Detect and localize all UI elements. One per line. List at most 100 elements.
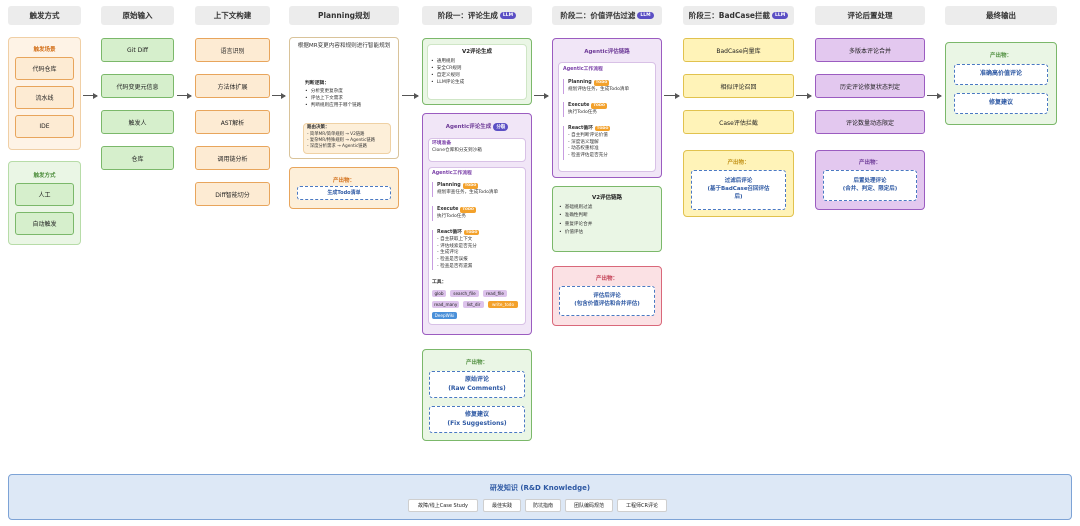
stage3-similar-recall: 相似评论召回	[683, 74, 794, 98]
tool-read-file: read_file	[483, 290, 507, 297]
post-merge-versions: 多版本评论合并	[815, 38, 925, 62]
stage3-output-title: 产出物：	[727, 160, 750, 166]
stage1-v2-item: 自定义规则	[431, 72, 464, 79]
input-change-meta: 代码变更元信息	[101, 74, 174, 98]
stage1-react-item: - 自主获取上下文	[437, 236, 473, 242]
knowledge-chip-engineer-cr: 工程师CR评论	[617, 499, 667, 512]
arrow-post-to-final	[927, 92, 942, 99]
stage1-env-text: Clone仓库和分支到沙箱	[432, 148, 482, 154]
todo-badge: TODO	[460, 207, 476, 213]
arrow-stage2-to-stage3	[664, 92, 680, 99]
stage2-execute-label: Execute	[568, 103, 590, 108]
stage1-v2-item: 通用规则	[431, 58, 464, 65]
trigger-scene-title: 触发场景	[33, 47, 56, 53]
header-trigger: 触发方式	[8, 6, 81, 25]
scene-code-repo: 代码仓库	[15, 57, 74, 80]
planning-decision-title: 路由决策：	[307, 125, 330, 130]
header-context: 上下文构建	[195, 6, 270, 25]
stage1-v2-list: 通用规则 安全CR规则 自定义规则 LLM评论生成	[431, 58, 464, 86]
stage2-v2-item: 准确性判断	[559, 212, 592, 220]
planning-decision-item: - 简单MR/简单规则 → V2链路	[307, 131, 365, 137]
tool-write-todo: write_todo	[488, 301, 518, 308]
stage1-output-fix-suggestions: 修复建议 (Fix Suggestions)	[429, 406, 525, 433]
stage1-flow-title: Agentic工作流程	[432, 171, 472, 176]
knowledge-chip-case-study: 故障/线上Case Study	[408, 499, 478, 512]
stage2-v2-item: 重复评论合并	[559, 221, 593, 229]
stage2-v2-title: V2评估链路	[591, 195, 623, 201]
knowledge-panel: 研发知识 (R&D Knowledge)	[8, 474, 1072, 520]
input-trigger-user: 触发人	[101, 110, 174, 134]
knowledge-chip-team-standards: 团队编码规范	[565, 499, 613, 512]
mode-auto: 自动触发	[15, 212, 74, 235]
context-language: 语言识别	[195, 38, 270, 62]
final-output-accurate-comments: 准确高价值评论	[954, 64, 1048, 85]
stage2-react-item: - 深度语义理解	[568, 139, 599, 145]
mode-manual: 人工	[15, 183, 74, 206]
todo-badge: TODO	[591, 103, 607, 109]
context-method-expand: 方法体扩展	[195, 74, 270, 98]
context-ast: AST解析	[195, 110, 270, 134]
final-output-fix-suggestions: 修复建议	[954, 93, 1048, 114]
split-badge: 分裂	[493, 122, 509, 131]
stage1-flow-box	[428, 167, 526, 325]
planning-decision-item: - 复杂MR/特殊规则 → Agentic链路	[307, 137, 376, 143]
tool-deepwiki: DeepWiki	[432, 312, 457, 319]
planning-decision-item: - 深度分析需求 → Agentic链路	[307, 143, 367, 149]
llm-badge: LLM	[772, 12, 789, 19]
planning-decision-text: 路由决策： - 简单MR/简单规则 → V2链路 - 复杂MR/特殊规则 → A…	[307, 125, 375, 150]
arrow-context-to-planning	[272, 92, 286, 99]
stage1-v2-title: V2评论生成	[461, 49, 493, 55]
arrow-planning-to-stage1	[402, 92, 419, 99]
stage1-execute-text: 执行Todo任务	[437, 214, 466, 220]
stage2-planning-text: 规划评估任务，生成Todo清单	[568, 87, 630, 93]
llm-badge: LLM	[637, 12, 654, 19]
planning-output-title: 产出物：	[332, 178, 355, 184]
header-stage2-label: 阶段二：价值评估过滤	[560, 11, 636, 20]
llm-badge: LLM	[499, 12, 517, 19]
header-stage1-label: 阶段一：评论生成	[437, 11, 498, 20]
arrow-stage1-to-stage2	[534, 92, 549, 99]
planning-logic-title: 判断逻辑：	[305, 81, 329, 86]
planning-logic-list: 分析变更复杂度 评估上下文需求 判断规则应用于哪个链路	[305, 88, 362, 109]
post-count-limit: 评论数量动态限定	[815, 110, 925, 134]
stage2-v2-item: 价值评估	[559, 229, 592, 237]
planning-logic-item: 判断规则应用于哪个链路	[305, 102, 362, 109]
stage1-output-raw-comments: 原始评论 (Raw Comments)	[429, 371, 525, 398]
stage2-react-label: React循环	[568, 126, 593, 131]
stage1-tools-title: 工具：	[432, 280, 447, 285]
stage1-agentic-title: Agentic评论生成分裂	[422, 122, 532, 131]
knowledge-chip-pitfall-guide: 防坑指南	[525, 499, 561, 512]
planning-logic-item: 评估上下文需求	[305, 95, 361, 102]
stage1-react-label: React循环	[437, 230, 462, 235]
stage1-output-title: 产出物：	[465, 360, 488, 366]
stage2-react-item: - 自主判断评论价值	[568, 132, 608, 138]
todo-badge: TODO	[593, 80, 610, 86]
header-post: 评论后置处理	[815, 6, 925, 25]
tool-search-file: search_file	[450, 290, 479, 297]
arrow-input-to-context	[177, 92, 192, 99]
header-final: 最终输出	[945, 6, 1057, 25]
stage3-badcase-vector: BadCase向量库	[683, 38, 794, 62]
stage1-react-item: - 评估线索是否充分	[437, 243, 477, 249]
stage1-env: 环境准备 Clone仓库和分支到沙箱	[432, 140, 482, 155]
trigger-mode-title: 触发方式	[33, 173, 56, 179]
stage2-v2-list: 基础规则过滤 准确性判断 重复评论合并 价值评估	[559, 204, 593, 237]
planning-title: 根据MR变更内容和规则进行智能规划	[297, 43, 391, 49]
tool-read-many: read_many	[432, 301, 459, 308]
stage2-execute-text: 执行Todo任务	[568, 110, 597, 116]
stage1-react-item: - 检查是否误报	[437, 256, 468, 262]
todo-badge: TODO	[462, 183, 479, 189]
stage2-output-evaluated: 评估后评论 (包含价值评估和合并评估)	[559, 286, 655, 316]
stage3-case-intercept: Case评估拦截	[683, 110, 794, 134]
context-call-chain: 调用链分析	[195, 146, 270, 170]
knowledge-chip-best-practice: 最佳实践	[483, 499, 521, 512]
planning-decision-box	[303, 123, 391, 154]
final-output-title: 产出物：	[989, 53, 1012, 59]
planning-output-todo: 生成Todo清单	[297, 186, 391, 200]
